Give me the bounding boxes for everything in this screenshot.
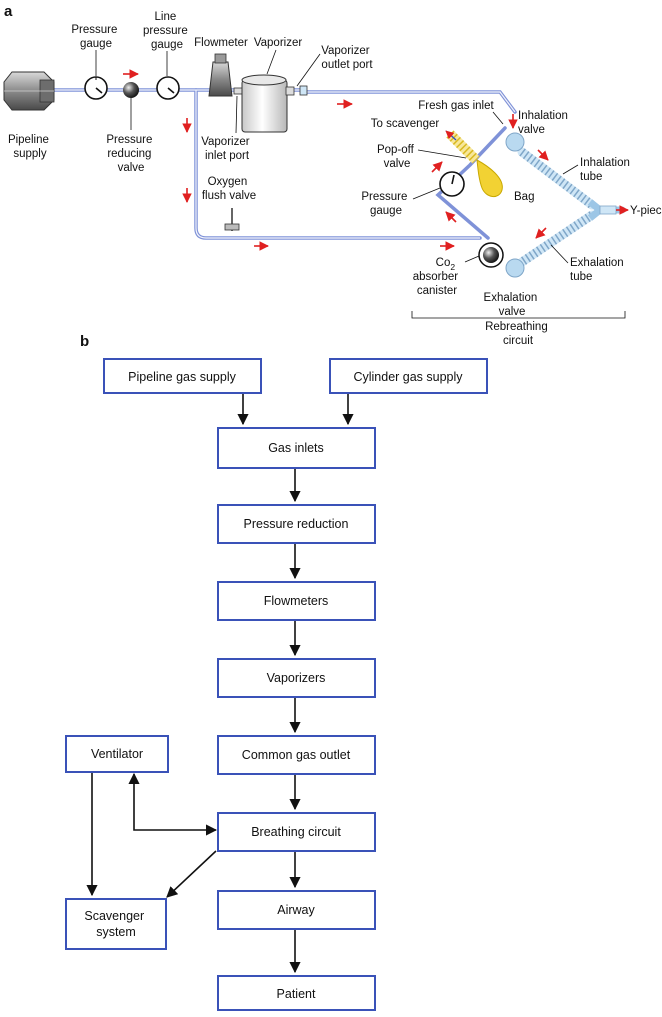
- label-bag: Bag: [514, 191, 534, 203]
- label-vaporizer-outlet-port: Vaporizer outlet port: [321, 45, 373, 71]
- label-circuit-pressure-gauge: Pressure gauge: [361, 191, 410, 217]
- label-exhalation-tube: Exhalation tube: [570, 257, 627, 283]
- pressure-reducing-valve-icon: [123, 82, 139, 98]
- node-scavenger-system: Scavenger system: [65, 898, 167, 950]
- label-inhalation-valve: Inhalation valve: [518, 110, 571, 136]
- node-gas-inlets: Gas inlets: [217, 427, 376, 469]
- node-cylinder-gas-supply: Cylinder gas supply: [329, 358, 488, 394]
- svg-text:Airway: Airway: [277, 903, 315, 917]
- node-common-gas-outlet: Common gas outlet: [217, 735, 376, 775]
- label-inhalation-tube: Inhalation tube: [580, 157, 633, 183]
- exhalation-tube: [517, 210, 597, 267]
- label-exhalation-valve: Exhalation valve: [484, 292, 541, 318]
- oxygen-bypass-pipe: [194, 88, 482, 240]
- edge-ventilator-circuit: [128, 772, 218, 836]
- edge-circuit-to-scavenger: [166, 850, 217, 898]
- label-pipeline-supply: Pipeline supply: [8, 134, 52, 160]
- label-to-scavenger: To scavenger: [371, 118, 440, 130]
- exhalation-valve-icon: [505, 258, 525, 278]
- line-pressure-gauge-icon: [156, 76, 180, 100]
- svg-text:Patient: Patient: [277, 987, 316, 1001]
- flow-arrows: [123, 69, 549, 251]
- node-pressure-reduction: Pressure reduction: [217, 504, 376, 544]
- panel-a: a Pipeline supply: [3, 3, 662, 347]
- co2-absorber-canister-icon: [478, 242, 504, 268]
- label-co2-absorber-canister: Co2 absorber canister: [413, 257, 462, 297]
- label-line-pressure-gauge: Line pressure gauge: [143, 11, 191, 51]
- node-vaporizers: Vaporizers: [217, 658, 376, 698]
- svg-text:Pipeline gas supply: Pipeline gas supply: [128, 370, 236, 384]
- label-vaporizer-inlet-port: Vaporizer inlet port: [201, 136, 253, 162]
- flow-edges: [86, 393, 354, 974]
- label-pressure-reducing-valve: Pressure reducing valve: [106, 134, 155, 174]
- vaporizer-icon: [233, 74, 295, 133]
- panel-a-letter: a: [4, 3, 13, 20]
- pressure-gauge-icon: [84, 76, 108, 100]
- label-vaporizer: Vaporizer: [254, 37, 303, 49]
- label-pressure-gauge: Pressure gauge: [71, 24, 120, 50]
- oxygen-flush-valve-icon: [224, 208, 240, 231]
- panel-b-letter: b: [80, 333, 89, 350]
- label-y-piece: Y-piece: [630, 205, 662, 217]
- flowmeter-icon: [208, 53, 233, 97]
- rebreathing-circuit-bracket: [411, 311, 626, 319]
- node-pipeline-gas-supply: Pipeline gas supply: [103, 358, 262, 394]
- svg-text:Breathing circuit: Breathing circuit: [251, 825, 341, 839]
- node-patient: Patient: [217, 975, 376, 1011]
- pipeline-supply-icon: [3, 71, 55, 111]
- svg-text:Vaporizers: Vaporizers: [267, 671, 326, 685]
- svg-text:Flowmeters: Flowmeters: [264, 594, 329, 608]
- svg-text:Gas inlets: Gas inlets: [268, 441, 324, 455]
- label-oxygen-flush-valve: Oxygen flush valve: [202, 176, 256, 202]
- bag-icon: [476, 159, 503, 197]
- node-flowmeters: Flowmeters: [217, 581, 376, 621]
- svg-text:Scavenger system: Scavenger system: [84, 909, 147, 939]
- label-fresh-gas-inlet: Fresh gas inlet: [418, 100, 494, 112]
- node-ventilator: Ventilator: [65, 735, 169, 773]
- inhalation-tube: [517, 147, 597, 210]
- node-breathing-circuit: Breathing circuit: [217, 812, 376, 852]
- vaporizer-outlet-port-icon: [299, 85, 308, 96]
- svg-text:Common gas outlet: Common gas outlet: [242, 748, 351, 762]
- circuit-pressure-gauge-icon: [439, 171, 465, 197]
- inhalation-valve-icon: [505, 132, 525, 152]
- label-rebreathing-circuit: Rebreathing circuit: [485, 321, 551, 347]
- node-airway: Airway: [217, 890, 376, 930]
- label-popoff-valve: Pop-off valve: [377, 144, 417, 170]
- svg-text:Cylinder gas supply: Cylinder gas supply: [353, 370, 463, 384]
- panel-b: b Pipeline gas supply Cylinder gas suppl…: [65, 333, 488, 1011]
- label-flowmeter: Flowmeter: [194, 37, 248, 49]
- svg-text:Pressure reduction: Pressure reduction: [244, 517, 349, 531]
- svg-text:Ventilator: Ventilator: [91, 747, 143, 761]
